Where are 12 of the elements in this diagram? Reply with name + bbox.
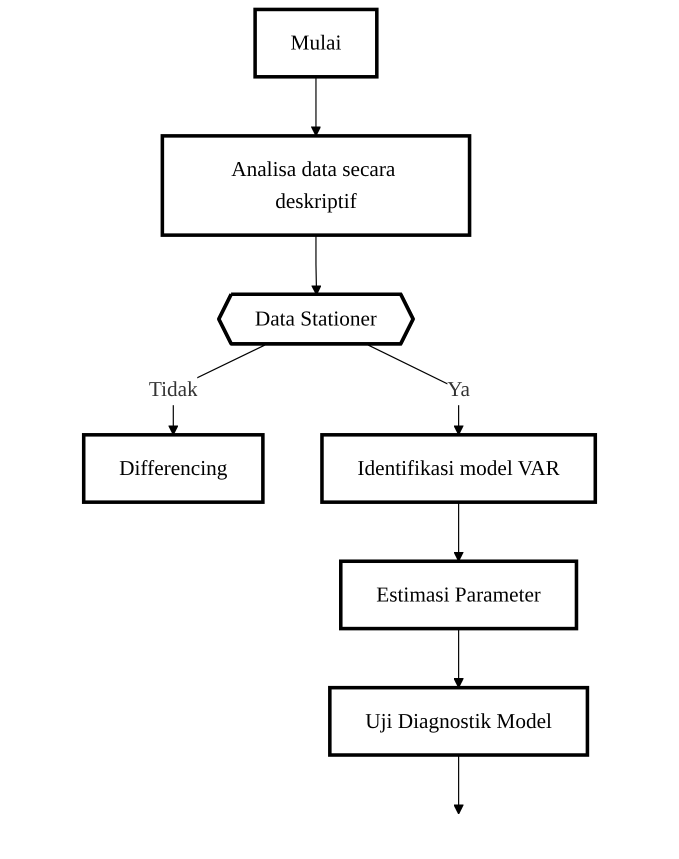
arrow xyxy=(453,628,464,688)
node-box: Identifikasi model VAR xyxy=(320,433,598,504)
node-box: Mulai xyxy=(253,8,379,79)
arrow xyxy=(453,502,464,562)
node-box: Differencing xyxy=(82,433,265,504)
edge-label: Tidak xyxy=(148,376,198,401)
edge-label: Ya xyxy=(447,376,470,401)
node-box: Uji Diagnostik Model xyxy=(328,686,590,757)
arrow xyxy=(310,76,322,136)
node-box: Estimasi Parameter xyxy=(339,559,578,630)
arrow xyxy=(453,755,464,815)
node-box: Analisa data secara deskriptif xyxy=(160,134,472,237)
